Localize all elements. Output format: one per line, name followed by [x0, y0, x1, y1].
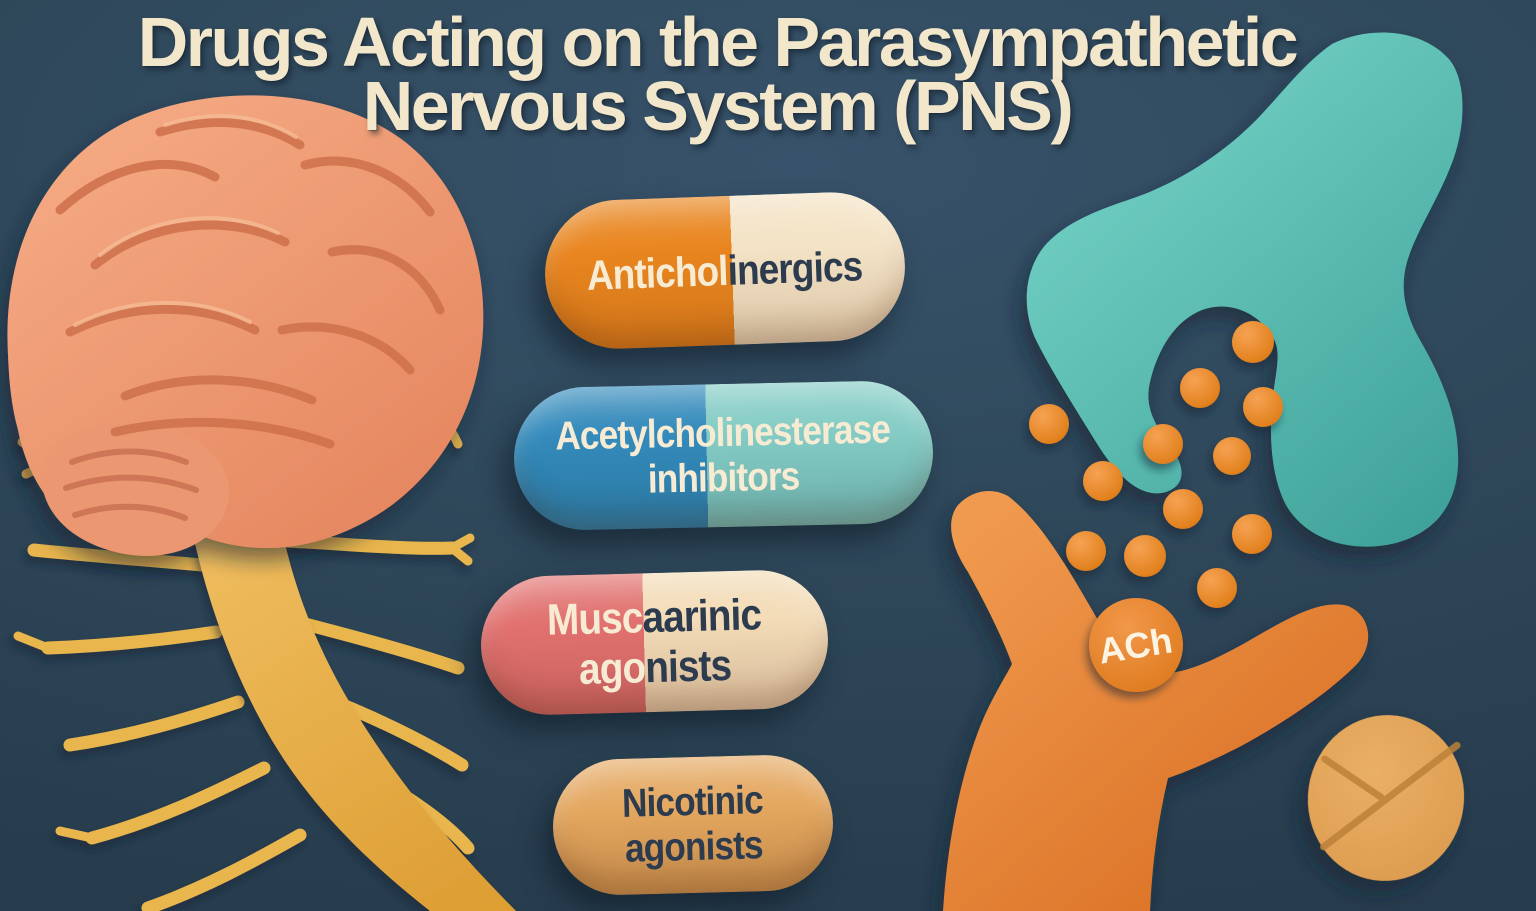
capsule-label-segment: inergics	[727, 242, 864, 294]
vesicle	[1232, 514, 1272, 554]
capsule-label-segment: Nicotinic	[621, 778, 764, 827]
capsule-label-segment: inhibitors	[647, 453, 801, 502]
spinal-cord-illustration	[180, 458, 516, 911]
tablet-score-lines	[1320, 741, 1461, 851]
vesicle	[1197, 568, 1237, 608]
brain-illustration	[7, 95, 484, 556]
capsule-label-segment: aarinic	[641, 590, 762, 643]
ach-vesicle: ACh	[1089, 598, 1183, 692]
capsule-label-line: agonists	[578, 641, 731, 694]
title-line-2: Nervous System (PNS)	[362, 67, 1074, 145]
capsule-muscarinic-agonists: Muscaarinic agonists	[479, 568, 830, 717]
page-title: Drugs Acting on the Parasympathetic Nerv…	[0, 3, 1434, 145]
cerebellum-folds	[63, 448, 199, 521]
capsule-label-segment: nists	[644, 640, 732, 692]
capsule-label-segment: Acetylcholinesterase	[555, 407, 891, 459]
title-line-1: Drugs Acting on the Parasympathetic	[137, 3, 1299, 81]
capsule-label-line: agonists	[624, 823, 763, 871]
capsule-label-line: Acetylcholinesterase	[555, 407, 890, 459]
brain-folds	[55, 117, 445, 449]
presynaptic-terminal-illustration	[1026, 32, 1463, 547]
capsule-label-line: Muscaarinic	[546, 590, 761, 645]
vesicle	[1163, 489, 1203, 529]
vesicle	[1180, 368, 1220, 408]
capsule-label-segment: ago	[578, 642, 646, 694]
vesicle	[1232, 321, 1274, 363]
capsule-label-line: Nicotinic	[621, 778, 763, 826]
vesicle	[1243, 387, 1283, 427]
vesicle	[1143, 424, 1183, 464]
capsule-label-segment: agonists	[624, 823, 763, 871]
brain-highlights	[73, 114, 298, 327]
postsynaptic-receptor-illustration	[943, 490, 1369, 911]
capsule-label-line: inhibitors	[648, 454, 800, 502]
vesicle	[1124, 535, 1166, 577]
capsule-label-line: Anticholinergics	[587, 242, 864, 299]
capsule-nicotinic-agonists: Nicotinic agonists	[551, 753, 835, 897]
vesicle	[1213, 437, 1251, 475]
vesicle	[1066, 531, 1106, 571]
capsule-anticholinergics: Anticholinergics	[542, 189, 908, 352]
capsule-label-segment: Antichol	[586, 246, 729, 299]
scored-tablet-illustration	[1307, 715, 1465, 881]
capsule-acetylcholinesterase-inhibitors: Acetylcholinesterase inhibitors	[512, 379, 935, 532]
vesicle	[1083, 461, 1123, 501]
capsule-label-segment: Musc	[546, 593, 643, 646]
vesicle	[1029, 404, 1069, 444]
synaptic-vesicles	[1029, 321, 1283, 608]
